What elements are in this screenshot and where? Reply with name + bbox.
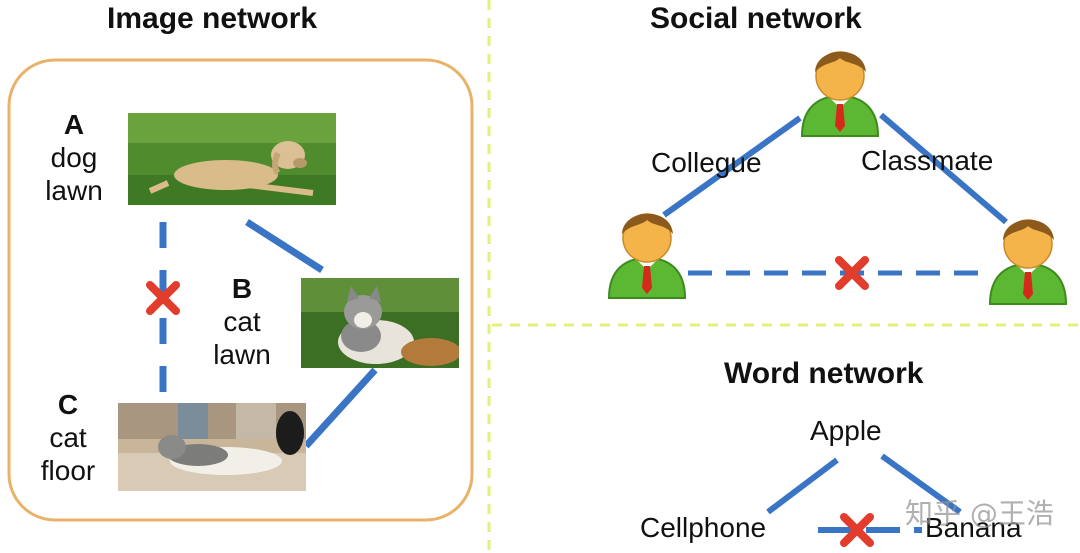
edge-apple-banana (880, 453, 962, 515)
edge-label-collegue: Collegue (651, 147, 762, 178)
watermark: 知乎 @王浩 (905, 497, 1054, 530)
cat-on-floor-photo (118, 403, 306, 491)
node-a-line2: lawn (45, 175, 103, 206)
image-network-title: Image network (107, 2, 318, 35)
word-node-apple: Apple (810, 415, 882, 446)
node-b-label: B cat lawn (204, 272, 280, 371)
person-icon-top (801, 50, 879, 137)
node-b-line2: lawn (213, 339, 271, 370)
node-c-label: C cat floor (30, 388, 106, 487)
edge-a-b (245, 219, 324, 273)
cat-on-lawn-photo (301, 278, 459, 368)
node-b-letter: B (231, 273, 253, 304)
person-icon-right (989, 218, 1067, 305)
node-b-line1: cat (223, 306, 261, 337)
node-a-line1: dog (50, 142, 98, 173)
node-a-letter: A (63, 109, 85, 140)
word-network-title: Word network (724, 357, 924, 390)
edge-apple-cellphone (766, 457, 839, 515)
word-node-cellphone: Cellphone (640, 512, 767, 543)
image-network-box (7, 58, 474, 522)
node-c-letter: C (57, 389, 79, 420)
person-icon-left (608, 212, 686, 299)
word-node-banana: Banana (925, 512, 1022, 543)
edge-classmate (879, 112, 1008, 225)
node-c-line2: floor (40, 455, 96, 486)
edge-b-c (303, 367, 378, 449)
node-c-line1: cat (49, 422, 87, 453)
dog-photo (128, 113, 336, 205)
social-network-title: Social network (650, 2, 862, 35)
node-a-label: A dog lawn (36, 108, 112, 207)
edge-label-classmate: Classmate (861, 145, 994, 176)
edge-collegue (662, 115, 802, 218)
